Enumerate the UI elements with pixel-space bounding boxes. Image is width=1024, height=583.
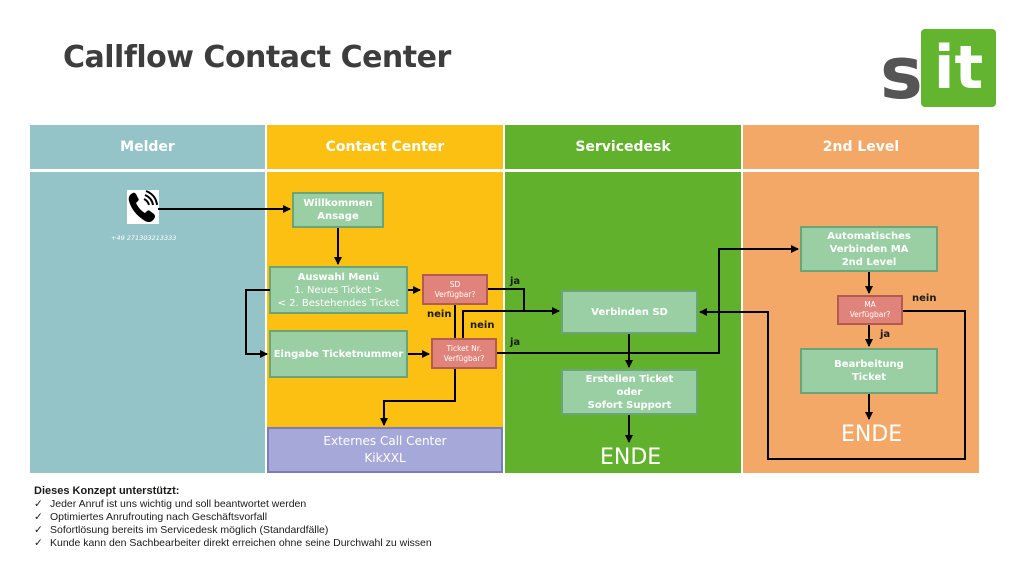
checkmark-icon: ✓ bbox=[34, 511, 43, 523]
sit-logo: s it bbox=[880, 29, 998, 109]
decision-ticket-verfuegbar: Ticket Nr. Verfügbar? bbox=[431, 338, 497, 369]
logo-green-box: it bbox=[921, 29, 996, 107]
box-line: Automatisches bbox=[827, 230, 911, 242]
box-line: Verfügbar? bbox=[443, 353, 485, 363]
edge-label-sd-nein: nein bbox=[427, 309, 452, 320]
box-line: Bearbeitung bbox=[834, 359, 904, 370]
logo-letter-s: s bbox=[880, 31, 923, 115]
lane-label: 2nd Level bbox=[822, 139, 900, 155]
notes-heading: Dieses Konzept unterstützt: bbox=[34, 485, 180, 497]
box-line: KikXXL bbox=[364, 451, 406, 465]
box-externes-call-center: Externes Call Center KikXXL bbox=[267, 427, 503, 473]
lane-header-melder: Melder bbox=[30, 125, 265, 169]
notes-item: ✓ Kunde kann den Sachbearbeiter direkt er… bbox=[34, 537, 432, 550]
notes-item-text: Sofortlösung bereits im Servicedesk mögl… bbox=[50, 524, 329, 536]
box-line: Ansage bbox=[317, 211, 359, 222]
box-verbinden-sd: Verbinden SD bbox=[561, 290, 698, 334]
box-line: < 2. Bestehendes Ticket bbox=[277, 297, 400, 309]
notes-item: ✓ Sofortlösung bereits im Servicedesk mög… bbox=[34, 524, 432, 537]
box-line: Verfügbar? bbox=[434, 289, 476, 299]
decision-ma-verfuegbar: MA Verfügbar? bbox=[837, 295, 903, 325]
box-line: Sofort Support bbox=[587, 399, 672, 411]
decision-sd-verfuegbar: SD Verfügbar? bbox=[422, 274, 488, 305]
notes-item: ✓ Optimiertes Anrufrouting nach Geschäfts… bbox=[34, 511, 432, 524]
concept-notes: Dieses Konzept unterstützt: ✓ Jeder Anruf… bbox=[34, 485, 432, 550]
box-automatisches-verbinden: Automatisches Verbinden MA 2nd Level bbox=[800, 226, 938, 272]
box-auswahl-menu: Auswahl Menü 1. Neues Ticket > < 2. Best… bbox=[269, 266, 408, 314]
lane-header-contact-center: Contact Center bbox=[267, 125, 503, 169]
end-label-2nd-level: ENDE bbox=[841, 422, 903, 447]
edge-label-ticket-ja: ja bbox=[510, 337, 521, 348]
checkmark-icon: ✓ bbox=[34, 537, 43, 549]
box-line: Ticket Nr. bbox=[446, 343, 482, 353]
box-line: Verbinden SD bbox=[591, 306, 668, 318]
box-line: Erstellen Ticket bbox=[585, 373, 674, 385]
lane-label: Melder bbox=[120, 139, 175, 155]
phone-number: +49 271303213333 bbox=[111, 234, 177, 242]
box-line: MA bbox=[864, 300, 876, 309]
box-willkommen-ansage: Willkommen Ansage bbox=[292, 192, 384, 228]
box-line: oder bbox=[616, 386, 643, 398]
box-line: Eingabe Ticketnummer bbox=[273, 348, 404, 360]
lane-header-servicedesk: Servicedesk bbox=[505, 125, 741, 169]
checkmark-icon: ✓ bbox=[34, 524, 43, 536]
box-line: 2nd Level bbox=[841, 256, 897, 268]
notes-item-text: Jeder Anruf ist uns wichtig und soll bea… bbox=[50, 498, 307, 510]
edge-label-ma-nein: nein bbox=[912, 293, 937, 304]
page-title: Callflow Contact Center bbox=[63, 40, 451, 75]
box-eingabe-ticketnummer: Eingabe Ticketnummer bbox=[269, 330, 408, 378]
notes-item: ✓ Jeder Anruf ist uns wichtig und soll be… bbox=[34, 498, 432, 511]
box-line: Ticket bbox=[851, 372, 887, 383]
box-line: Externes Call Center bbox=[323, 434, 447, 448]
box-line: SD bbox=[449, 279, 461, 289]
box-line: Verfügbar? bbox=[849, 310, 891, 319]
end-label-servicedesk: ENDE bbox=[600, 445, 662, 470]
box-erstellen-ticket: Erstellen Ticket oder Sofort Support bbox=[561, 369, 698, 415]
box-line: 1. Neues Ticket > bbox=[294, 284, 383, 296]
box-bearbeitung-ticket: Bearbeitung Ticket bbox=[800, 348, 938, 394]
phone-ringing-icon bbox=[127, 190, 159, 224]
notes-item-text: Kunde kann den Sachbearbeiter direkt err… bbox=[50, 537, 432, 549]
checkmark-icon: ✓ bbox=[34, 498, 43, 510]
logo-letters-it: it bbox=[933, 33, 984, 103]
box-title: Auswahl Menü bbox=[297, 271, 380, 283]
lane-label: Servicedesk bbox=[575, 139, 671, 155]
box-line: Verbinden MA bbox=[829, 243, 909, 255]
box-line: Willkommen bbox=[303, 198, 373, 209]
notes-item-text: Optimiertes Anrufrouting nach Geschäftsv… bbox=[50, 511, 268, 523]
edge-label-ticket-nein: nein bbox=[470, 320, 495, 331]
lane-header-2nd-level: 2nd Level bbox=[743, 125, 979, 169]
edge-label-sd-ja: ja bbox=[510, 276, 521, 287]
lane-label: Contact Center bbox=[325, 139, 445, 155]
edge-label-ma-ja: ja bbox=[880, 329, 891, 340]
